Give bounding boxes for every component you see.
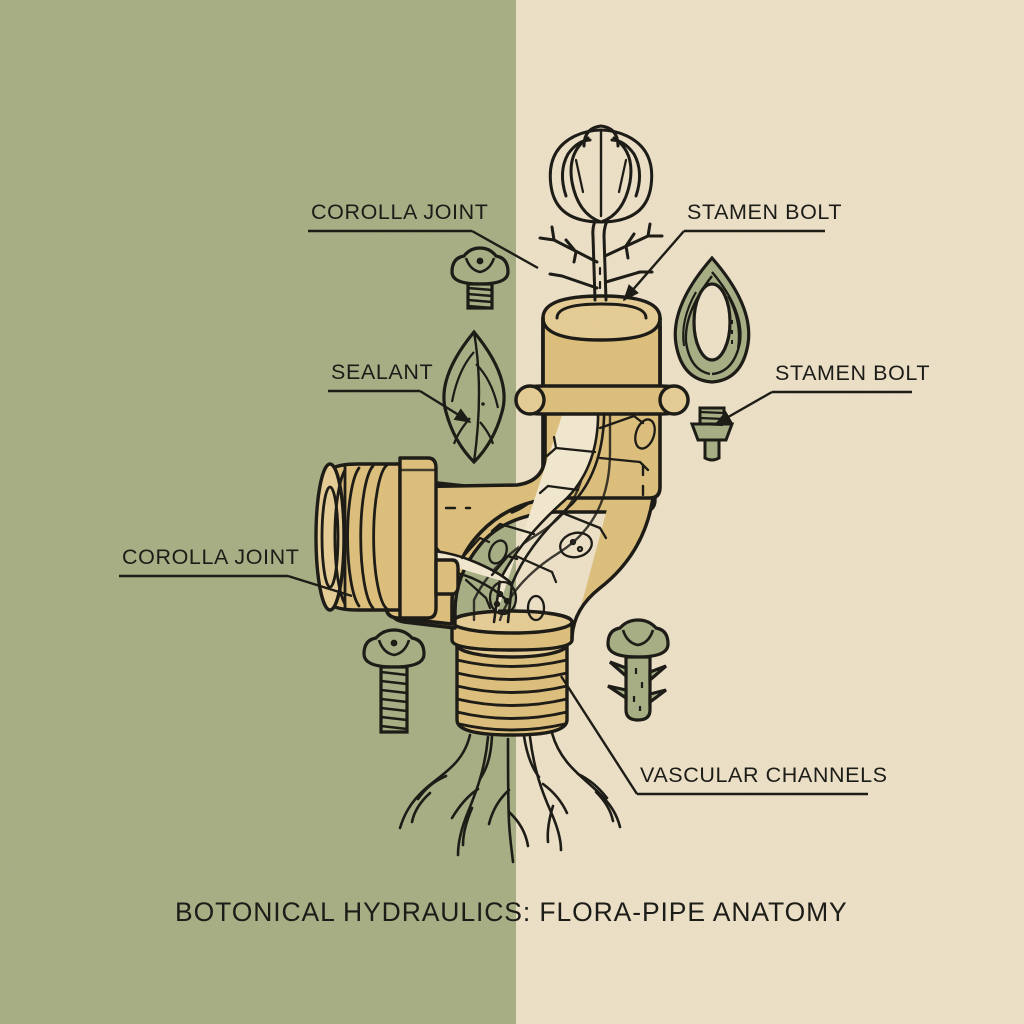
label-corolla-joint-top: COROLLA JOINT [311,200,489,224]
side-nub [434,558,460,596]
artichoke-flower-bud [548,124,654,224]
diagram-title: BOTONICAL HYDRAULICS: FLORA-PIPE ANATOMY [175,897,848,927]
flora-pipe-assembly [314,124,690,864]
label-corolla-joint-left: COROLLA JOINT [122,545,300,569]
hex-collar-bolt [689,406,735,462]
label-stamen-bolt-right: STAMEN BOLT [775,361,931,385]
root-mass [398,731,622,864]
collar-ring [514,384,690,416]
leaf-seed-gasket [442,329,506,465]
label-stamen-bolt-top: STAMEN BOLT [687,200,843,224]
left-threaded-spigot [314,456,438,620]
screw-flower-head-top [450,246,510,310]
screw-flower-head-low [362,628,426,734]
branching-stem [538,214,664,302]
label-sealant: SEALANT [331,360,434,384]
screw-thorn-shaft [606,618,670,722]
label-vascular-channels: VASCULAR CHANNELS [640,763,888,787]
leaf-washer-eyelet [673,255,751,384]
